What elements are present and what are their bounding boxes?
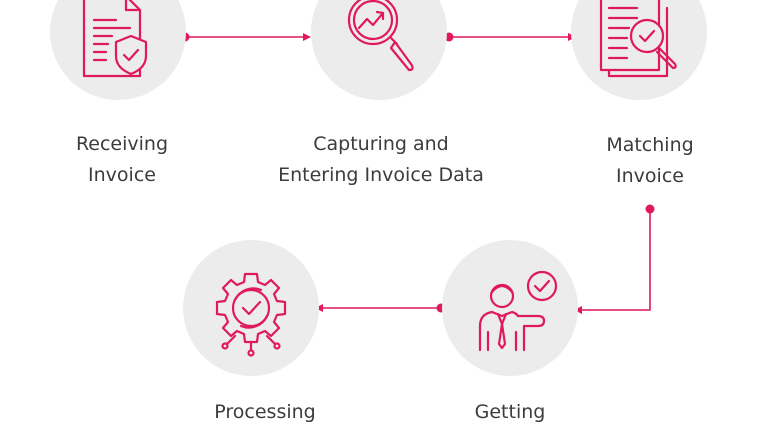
step-5-circle [183,240,319,376]
step-1-line2: Invoice [88,164,156,186]
step-2-label: Capturing and Entering Invoice Data [254,129,508,191]
step-3-line2: Invoice [616,165,684,187]
step-4-line1: Getting [474,401,546,423]
step-3-circle [571,0,707,100]
step-3-label: Matching Invoice [560,130,740,192]
step-3-line1: Matching [606,134,694,156]
person-approval-icon [478,270,558,352]
connector-3-4 [578,209,651,311]
step-2-line2: Entering Invoice Data [278,164,484,186]
step-1-label: Receiving Invoice [32,129,212,191]
arrow-head [303,33,311,41]
step-2-line1: Capturing and [313,133,449,155]
step-1-line1: Receiving [75,133,169,155]
arrow-head [315,304,323,312]
step-2-circle [311,0,447,100]
step-5-label: Processing [175,397,355,428]
gear-check-icon [215,272,287,357]
document-check-magnifier-icon [599,0,677,78]
step-4-label: Getting [420,397,600,428]
invoice-shield-icon [82,0,148,78]
connector-dot [645,204,655,214]
arrow-head [574,306,582,314]
step-5-line1: Processing [214,401,316,423]
step-4-circle [442,240,578,376]
magnifier-chart-icon [347,0,414,72]
step-1-circle [50,0,186,100]
